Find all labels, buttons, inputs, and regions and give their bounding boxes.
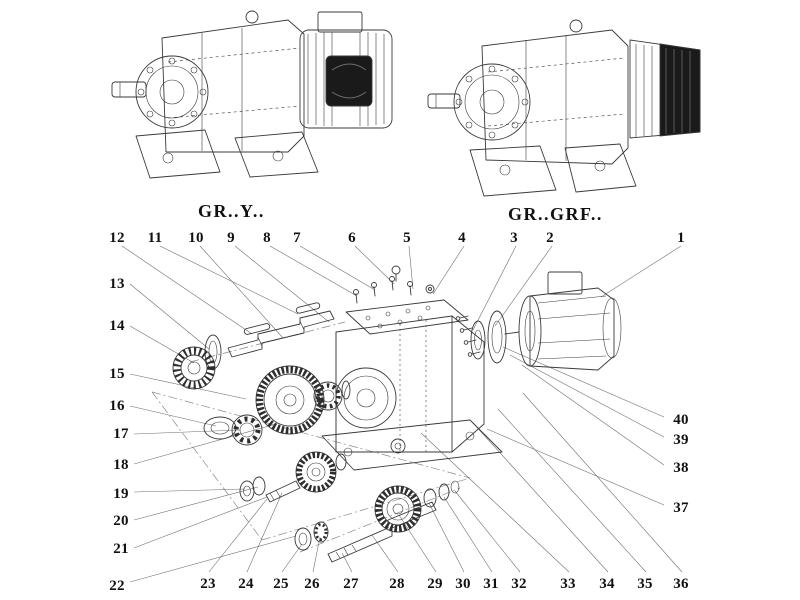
callout-27: 27 [343, 576, 359, 592]
callout-11: 11 [147, 230, 163, 246]
assembled-unit-left-drawing [111, 10, 393, 179]
callout-28: 28 [389, 576, 405, 592]
callout-1: 1 [677, 230, 685, 246]
callout-6: 6 [348, 230, 356, 246]
callout-20: 20 [113, 513, 129, 529]
callout-21: 21 [113, 541, 129, 557]
callout-5: 5 [403, 230, 411, 246]
callout-30: 30 [455, 576, 471, 592]
callout-9: 9 [227, 230, 235, 246]
callout-16: 16 [109, 398, 125, 414]
callout-23: 23 [200, 576, 216, 592]
assembled-unit-right-drawing [427, 19, 701, 197]
callout-19: 19 [113, 486, 129, 502]
callout-15: 15 [109, 366, 125, 382]
callout-38: 38 [673, 460, 689, 476]
callout-3: 3 [510, 230, 518, 246]
callout-25: 25 [273, 576, 289, 592]
callout-7: 7 [293, 230, 301, 246]
callout-18: 18 [113, 457, 129, 473]
callout-8: 8 [263, 230, 271, 246]
callout-37: 37 [673, 500, 689, 516]
callout-31: 31 [483, 576, 499, 592]
variant-label-gr-y: GR..Y.. [198, 201, 265, 221]
callout-40: 40 [673, 412, 689, 428]
callout-12: 12 [109, 230, 125, 246]
callout-36: 36 [673, 576, 689, 592]
callout-17: 17 [113, 426, 129, 442]
callout-32: 32 [511, 576, 527, 592]
callout-33: 33 [560, 576, 576, 592]
callout-35: 35 [637, 576, 653, 592]
callout-14: 14 [109, 318, 125, 334]
callout-26: 26 [304, 576, 320, 592]
exploded-view-drawing [172, 265, 622, 563]
variant-label-gr-grf: GR..GRF.. [508, 204, 603, 224]
callout-22: 22 [109, 578, 125, 594]
callout-24: 24 [238, 576, 254, 592]
callout-13: 13 [109, 276, 125, 292]
callout-29: 29 [427, 576, 443, 592]
callout-10: 10 [188, 230, 204, 246]
callout-4: 4 [458, 230, 466, 246]
callout-34: 34 [599, 576, 615, 592]
callout-2: 2 [546, 230, 554, 246]
callout-39: 39 [673, 432, 689, 448]
leader-lines [121, 245, 683, 583]
